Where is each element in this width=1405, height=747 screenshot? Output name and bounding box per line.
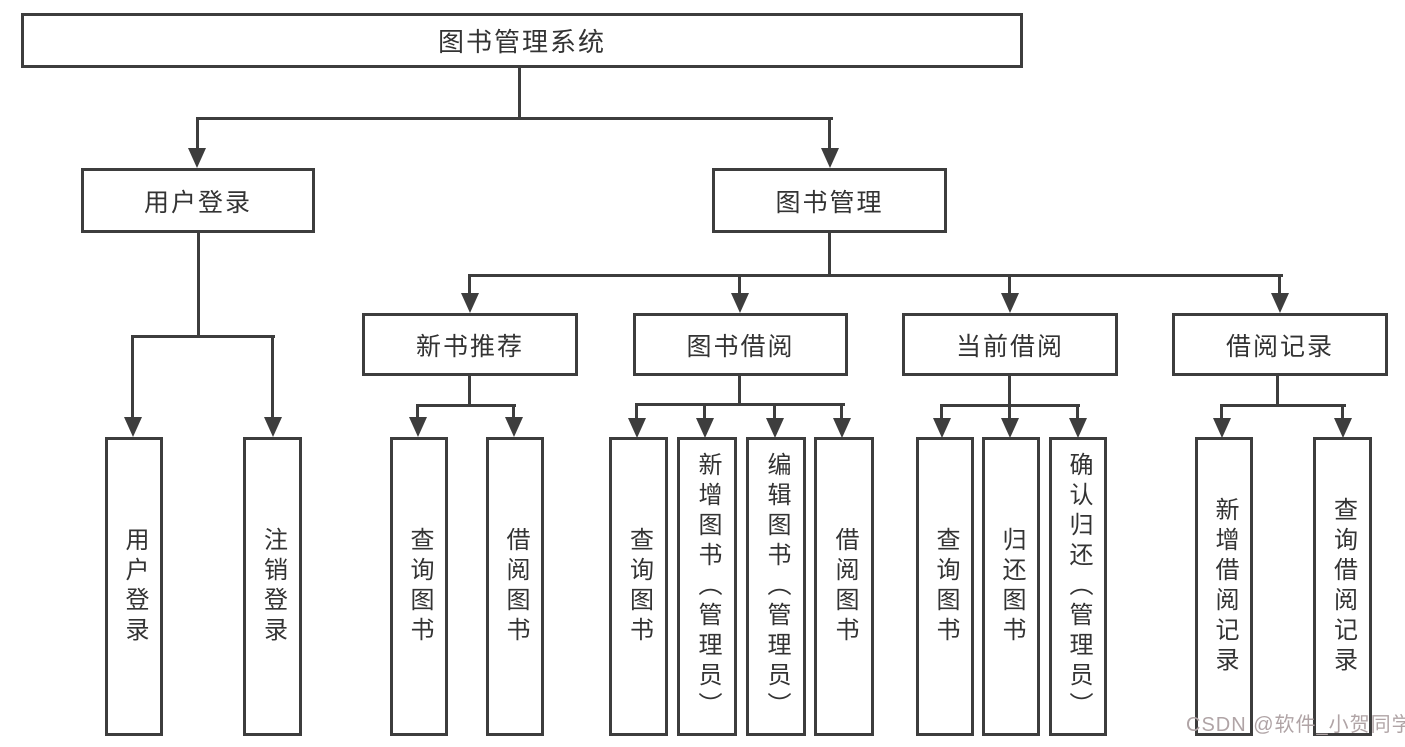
node-book-borrowing-label: 图书借阅 [686, 332, 795, 361]
node-current-borrowing: 当前借阅 [902, 313, 1118, 376]
connector [416, 404, 419, 417]
leaf-borrowing-query-books: 查询图书 [609, 437, 668, 736]
connector [738, 274, 741, 293]
leaf-records-add-record-label: 新增借阅记录 [1211, 496, 1238, 677]
arrowhead [461, 293, 479, 313]
arrowhead [696, 418, 714, 438]
leaf-borrowing-query-books-label: 查询图书 [625, 526, 653, 647]
connector [271, 335, 274, 417]
connector [197, 233, 200, 337]
node-borrow-records-label: 借阅记录 [1225, 332, 1334, 361]
node-library-system-label: 图书管理系统 [437, 27, 606, 57]
connector [1076, 404, 1079, 418]
arrowhead [766, 418, 784, 438]
arrowhead [505, 417, 523, 437]
arrowhead [264, 417, 282, 437]
arrowhead [731, 293, 749, 313]
leaf-user-login-label: 用户登录 [121, 526, 148, 647]
connector [1341, 404, 1344, 418]
connector [1278, 274, 1281, 293]
leaf-newbooks-borrow-books: 借阅图书 [486, 437, 544, 736]
connector [635, 403, 845, 406]
connector [940, 404, 943, 418]
leaf-current-confirm-return-admin: 确认归还（管理员） [1049, 437, 1107, 736]
node-book-management: 图书管理 [712, 168, 947, 233]
node-book-borrowing: 图书借阅 [633, 313, 848, 376]
leaf-records-query-record: 查询借阅记录 [1313, 437, 1372, 736]
leaf-borrowing-edit-books-admin-label: 编辑图书（管理员） [763, 451, 790, 722]
connector [828, 233, 831, 276]
arrowhead [628, 418, 646, 438]
leaf-borrowing-edit-books-admin: 编辑图书（管理员） [746, 437, 806, 736]
connector [1220, 404, 1223, 418]
node-new-book-recommend: 新书推荐 [362, 313, 578, 376]
connector [1008, 404, 1011, 418]
connector [196, 117, 833, 120]
connector [703, 403, 706, 418]
connector [468, 274, 471, 293]
node-current-borrowing-label: 当前借阅 [955, 332, 1064, 361]
node-borrow-records: 借阅记录 [1172, 313, 1388, 376]
arrowhead [1334, 418, 1352, 438]
connector [512, 404, 515, 417]
arrowhead [409, 417, 427, 437]
leaf-records-add-record: 新增借阅记录 [1195, 437, 1253, 736]
leaf-newbooks-query-books-label: 查询图书 [406, 526, 433, 647]
leaf-logout: 注销登录 [243, 437, 302, 736]
connector [738, 376, 741, 406]
node-new-book-recommend-label: 新书推荐 [415, 332, 524, 361]
arrowhead [124, 417, 142, 437]
node-user-login-label: 用户登录 [143, 188, 252, 217]
leaf-borrowing-add-books-admin: 新增图书（管理员） [677, 437, 737, 736]
connector [468, 274, 1283, 277]
leaf-current-return-books: 归还图书 [982, 437, 1040, 736]
arrowhead [1001, 418, 1019, 438]
node-user-login: 用户登录 [81, 168, 315, 233]
arrowhead [1213, 418, 1231, 438]
connector [840, 403, 843, 418]
arrowhead [833, 418, 851, 438]
connector [518, 68, 521, 120]
connector [828, 117, 831, 148]
connector [416, 404, 516, 407]
connector [468, 376, 471, 407]
node-book-management-label: 图书管理 [775, 188, 884, 217]
connector [773, 403, 776, 418]
leaf-current-query-books-label: 查询图书 [932, 526, 959, 647]
connector [196, 117, 199, 148]
arrowhead [933, 418, 951, 438]
csdn-watermark: CSDN @软件_小贺同学 [1186, 714, 1405, 736]
arrowhead [1271, 293, 1289, 313]
arrowhead [1069, 418, 1087, 438]
leaf-newbooks-borrow-books-label: 借阅图书 [502, 526, 529, 647]
connector [131, 335, 275, 338]
arrowhead [188, 148, 206, 168]
leaf-current-query-books: 查询图书 [916, 437, 974, 736]
leaf-records-query-record-label: 查询借阅记录 [1329, 496, 1357, 677]
leaf-current-confirm-return-admin-label: 确认归还（管理员） [1065, 451, 1092, 722]
connector [1276, 376, 1279, 407]
leaf-borrowing-borrow-books-label: 借阅图书 [831, 526, 858, 647]
arrowhead [1001, 293, 1019, 313]
connector [1008, 376, 1011, 407]
leaf-borrowing-add-books-admin-label: 新增图书（管理员） [694, 451, 721, 722]
connector [1008, 274, 1011, 293]
leaf-user-login: 用户登录 [105, 437, 163, 736]
connector [635, 403, 638, 418]
connector [131, 335, 134, 417]
node-library-system: 图书管理系统 [21, 13, 1023, 68]
leaf-logout-label: 注销登录 [259, 526, 287, 647]
connector [1220, 404, 1346, 407]
leaf-current-return-books-label: 归还图书 [998, 526, 1025, 647]
arrowhead [821, 148, 839, 168]
leaf-borrowing-borrow-books: 借阅图书 [814, 437, 874, 736]
leaf-newbooks-query-books: 查询图书 [390, 437, 448, 736]
